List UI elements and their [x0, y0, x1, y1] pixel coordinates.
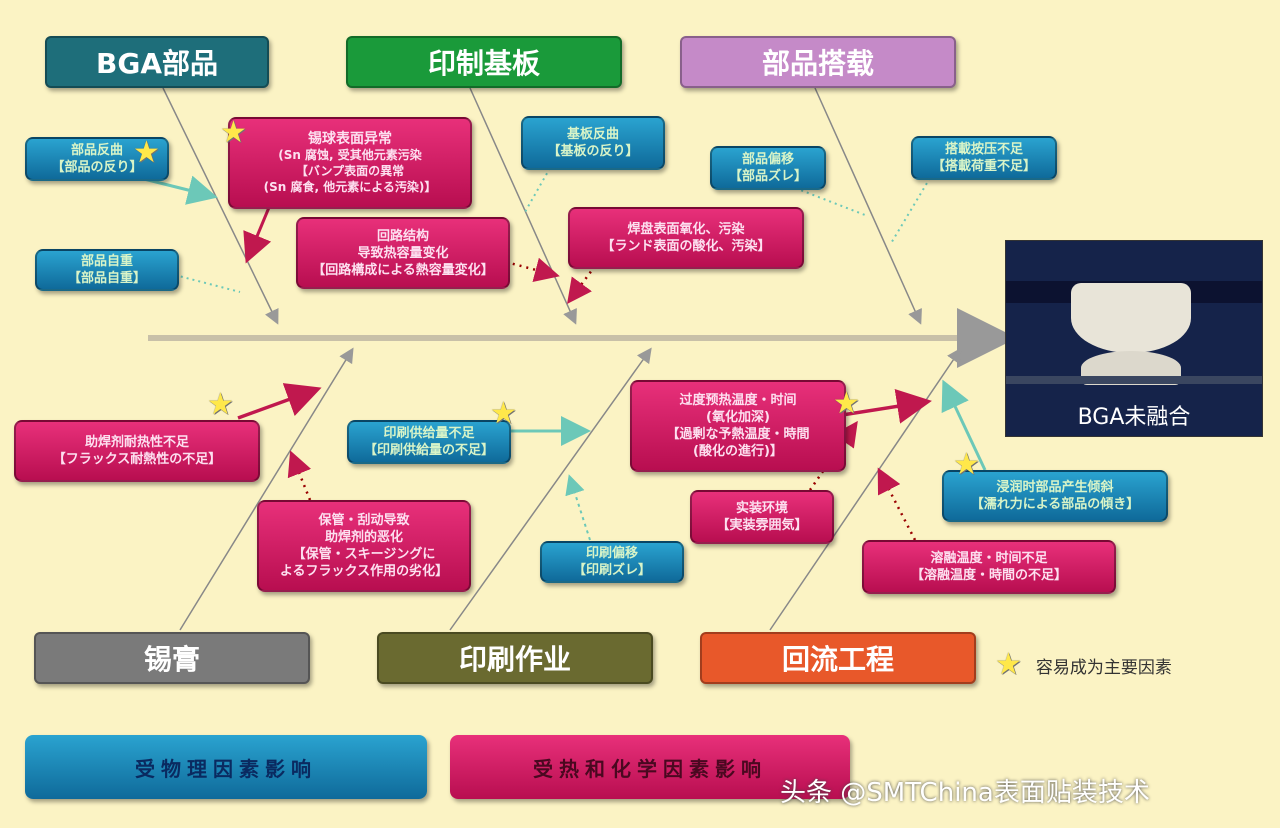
legend-label: 容易成为主要因素 [1035, 657, 1172, 678]
bone-mount [814, 87, 922, 325]
star-icon: ★ [490, 396, 517, 431]
legend-thermal: 受热和化学因素影响 [450, 735, 850, 799]
category-solder-paste: 锡膏 [34, 632, 310, 684]
cause-preheat: 过度预热温度・时间(氧化加深)【過剰な予熱温度・時間(酸化の進行)】 [630, 380, 846, 472]
watermark: 头条 @SMTChina表面贴装技术 [780, 778, 1150, 808]
category-reflow: 回流工程 [700, 632, 976, 684]
cause-flux-heat: 助焊剂耐热性不足【フラックス耐熱性の不足】 [14, 420, 260, 482]
bone-paste [179, 347, 354, 631]
cause-environment: 实装环境【実装雰囲気】 [690, 490, 834, 544]
cause-print-shift: 印刷偏移【印刷ズレ】 [540, 541, 684, 583]
cause-print-amount: 印刷供给量不足【印刷供給量の不足】 [347, 420, 511, 464]
star-icon: ★ [220, 115, 247, 150]
cause-circuit: 回路结构导致热容量变化【回路構成による熱容量変化】 [296, 217, 510, 289]
category-printing: 印刷作业 [377, 632, 653, 684]
cause-melt: 溶融温度・时间不足【溶融温度・時間の不足】 [862, 540, 1116, 594]
bga-effect-image: BGA未融合 [1005, 240, 1263, 437]
legend-physical: 受物理因素影响 [25, 735, 427, 799]
star-icon: ★ [207, 387, 234, 422]
cause-storage: 保管・刮动导致助焊剂的恶化【保管・スキージングによるフラックス作用の劣化】 [257, 500, 471, 592]
cause-part-shift: 部品偏移【部品ズレ】 [710, 146, 826, 190]
bone-print [449, 347, 652, 631]
cause-land-oxidation: 焊盘表面氧化、污染【ランド表面の酸化、汚染】 [568, 207, 804, 269]
cause-tilt: 浸润时部品产生倾斜【濡れ力による部品の傾き】 [942, 470, 1168, 522]
star-icon: ★ [833, 386, 860, 421]
bone-pcb [469, 87, 577, 325]
cause-part-warp: 部品反曲【部品の反り】 [25, 137, 169, 181]
bone-bga [162, 87, 279, 325]
solder-ball-shape [1071, 283, 1191, 353]
cause-board-warp: 基板反曲【基板の反り】 [521, 116, 665, 170]
category-pcb: 印制基板 [346, 36, 622, 88]
cause-part-weight: 部品自重【部品自重】 [35, 249, 179, 291]
star-icon: ★ [953, 447, 980, 482]
category-bga-parts: BGA部品 [45, 36, 269, 88]
cause-ball-surface: 锡球表面异常(Sn 腐蚀, 受其他元素污染【バンプ表面の異常(Sn 腐食, 他元… [228, 117, 472, 209]
effect-label: BGA未融合 [1077, 405, 1191, 430]
legend: ★ 容易成为主要因素 [995, 650, 1172, 680]
star-icon: ★ [995, 647, 1022, 682]
cause-mount-press: 搭載按压不足【搭載荷重不足】 [911, 136, 1057, 180]
star-icon: ★ [133, 135, 160, 170]
category-mounting: 部品搭载 [680, 36, 956, 88]
